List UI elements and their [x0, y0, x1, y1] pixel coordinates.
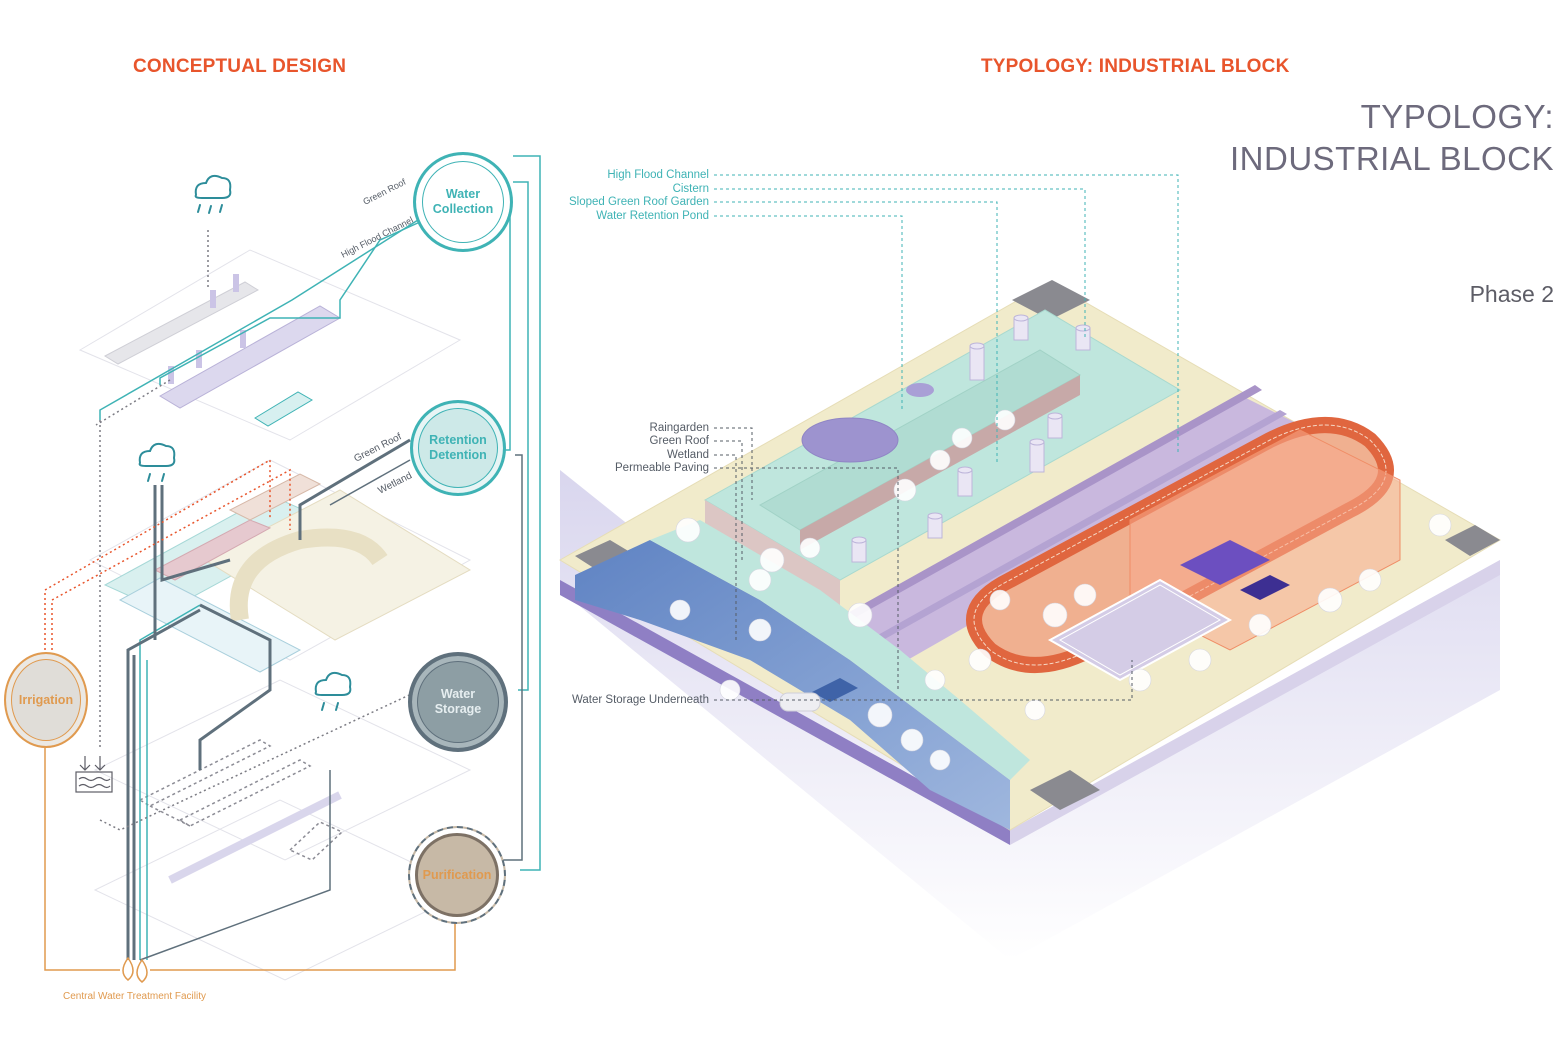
callout-sloped-green-roof-garden: Sloped Green Roof Garden	[568, 196, 709, 208]
corner-plaza	[1012, 280, 1090, 320]
node-retention-detention: Retention Detention	[410, 400, 506, 496]
drain-inlet	[812, 678, 858, 702]
conceptual-design-title: CONCEPTUAL DESIGN	[133, 56, 347, 77]
label-high-flood-channel: High Flood Channel	[339, 215, 414, 260]
node-water-collection: Water Collection	[413, 152, 513, 252]
roof-plane	[78, 249, 462, 441]
node-label-line-2: Detention	[429, 448, 487, 462]
node-label-line-2: Collection	[432, 202, 494, 216]
big-typology-title: TYPOLOGY: INDUSTRIAL BLOCK	[1230, 96, 1554, 180]
ground-shadow	[560, 470, 1500, 960]
node-irrigation: Irrigation	[4, 652, 88, 748]
rain-drains	[95, 230, 421, 831]
small-pond	[906, 383, 934, 397]
node-label-line-1: Retention	[429, 433, 487, 447]
corner-plaza	[1445, 525, 1500, 556]
basketball-court	[1180, 540, 1270, 585]
storage-tank-icon	[75, 756, 113, 793]
node-purification: Purification	[408, 826, 506, 924]
water-storage-tank	[779, 692, 821, 712]
callout-permeable-paving: Permeable Paving	[615, 462, 709, 474]
storage-plane	[93, 679, 472, 861]
big-title-line-2: INDUSTRIAL BLOCK	[1229, 140, 1554, 177]
callout-water-retention-pond: Water Retention Pond	[596, 210, 709, 222]
irrigation-network	[44, 458, 291, 665]
callout-leaders	[714, 174, 1179, 701]
big-title-line-1: TYPOLOGY:	[1360, 98, 1554, 135]
callout-green-roof: Green Roof	[649, 435, 709, 447]
node-label-line-2: Storage	[434, 702, 482, 716]
callout-cistern: Cistern	[672, 183, 709, 195]
corner-plaza	[575, 540, 635, 572]
label-wetland: Wetland	[376, 470, 414, 496]
central-facility-label: Central Water Treatment Facility	[63, 991, 207, 1002]
callout-raingarden: Raingarden	[649, 422, 709, 434]
base-pipe	[168, 791, 342, 884]
slate-network-thin	[139, 454, 523, 961]
roof-layer	[103, 274, 341, 427]
wetland-strip	[650, 520, 1030, 780]
node-water-storage: Water Storage	[408, 652, 508, 752]
slate-network	[126, 438, 411, 960]
conceptual-diagram: Green Roof High Flood Channel Green Roof…	[44, 155, 541, 983]
corner-plaza	[1030, 770, 1100, 810]
cloud-icon	[314, 671, 352, 711]
cloud-icon	[138, 442, 176, 482]
central-loop	[44, 748, 456, 971]
cisterns	[851, 314, 1091, 563]
callout-wetland: Wetland	[667, 449, 709, 461]
phase-label: Phase 2	[1469, 281, 1554, 307]
sports-court	[1047, 578, 1233, 682]
node-label-line-1: Water	[445, 187, 481, 201]
ground-layer	[103, 473, 472, 673]
node-label-line-1: Water	[440, 687, 476, 701]
industrial-block-axonometric	[559, 280, 1501, 960]
callout-water-storage-underneath: Water Storage Underneath	[571, 694, 709, 706]
basketball-court	[1240, 575, 1290, 600]
node-label: Irrigation	[18, 692, 74, 707]
slab-side-edge	[1010, 560, 1500, 845]
slab-front-edge	[560, 580, 1010, 845]
water-retention-pond	[801, 417, 899, 463]
water-drop-icon	[122, 956, 148, 983]
callout-high-flood-channel: High Flood Channel	[607, 169, 709, 181]
label-green-roof-top: Green Roof	[361, 177, 407, 207]
node-label: Purification	[422, 867, 492, 882]
typology-title: TYPOLOGY: INDUSTRIAL BLOCK	[981, 56, 1290, 77]
trees	[669, 409, 1452, 771]
cloud-icon	[194, 174, 232, 214]
